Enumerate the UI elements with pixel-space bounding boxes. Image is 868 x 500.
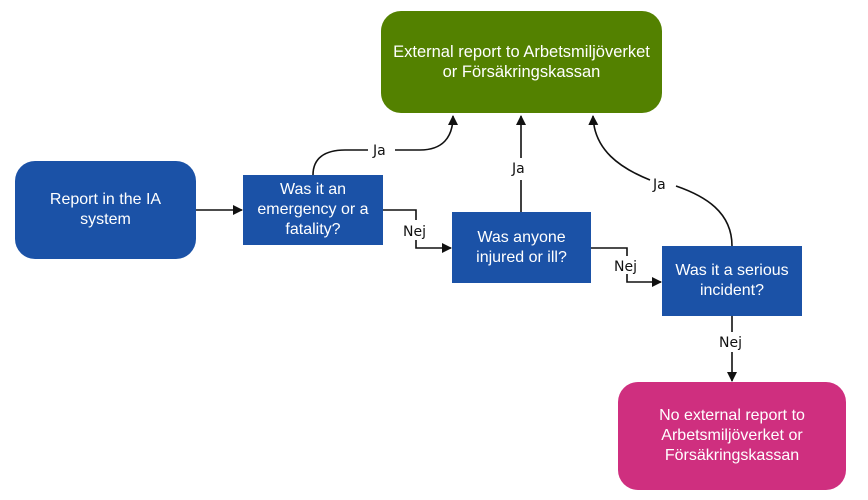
node-injured-question-text: Was anyone injured or ill? <box>476 228 567 266</box>
node-injured-question: Was anyone injured or ill? <box>452 212 591 283</box>
node-external-report: External report to Arbetsmiljöverket or … <box>381 11 662 113</box>
edge-label-serious-ja: Ja <box>652 177 666 193</box>
edge-label-injured-nej: Nej <box>614 259 637 275</box>
node-no-external-report-text: No external report to Arbetsmiljöverket … <box>659 407 805 464</box>
node-emergency-question: Was it an emergency or a fatality? <box>243 175 383 245</box>
node-external-report-text: External report to Arbetsmiljöverket or … <box>393 43 650 81</box>
edge-label-serious-nej: Nej <box>719 335 742 351</box>
edge-injured-to-serious <box>591 247 661 282</box>
node-serious-incident-question-text: Was it a serious incident? <box>675 262 789 299</box>
node-report-in-ia-system-text: Report in the IA system <box>49 191 162 228</box>
node-serious-incident-question: Was it a serious incident? <box>662 246 802 316</box>
edge-emergency-to-injured <box>383 209 451 248</box>
edge-emergency-to-external <box>312 116 453 176</box>
node-no-external-report: No external report to Arbetsmiljöverket … <box>618 382 846 490</box>
edge-label-emergency-nej: Nej <box>403 224 426 240</box>
edge-serious-to-external <box>593 116 733 247</box>
edge-label-injured-ja: Ja <box>511 161 525 177</box>
node-report-in-ia-system: Report in the IA system <box>15 161 196 259</box>
edge-label-emergency-ja: Ja <box>372 143 386 159</box>
node-emergency-question-text: Was it an emergency or a fatality? <box>257 181 369 238</box>
